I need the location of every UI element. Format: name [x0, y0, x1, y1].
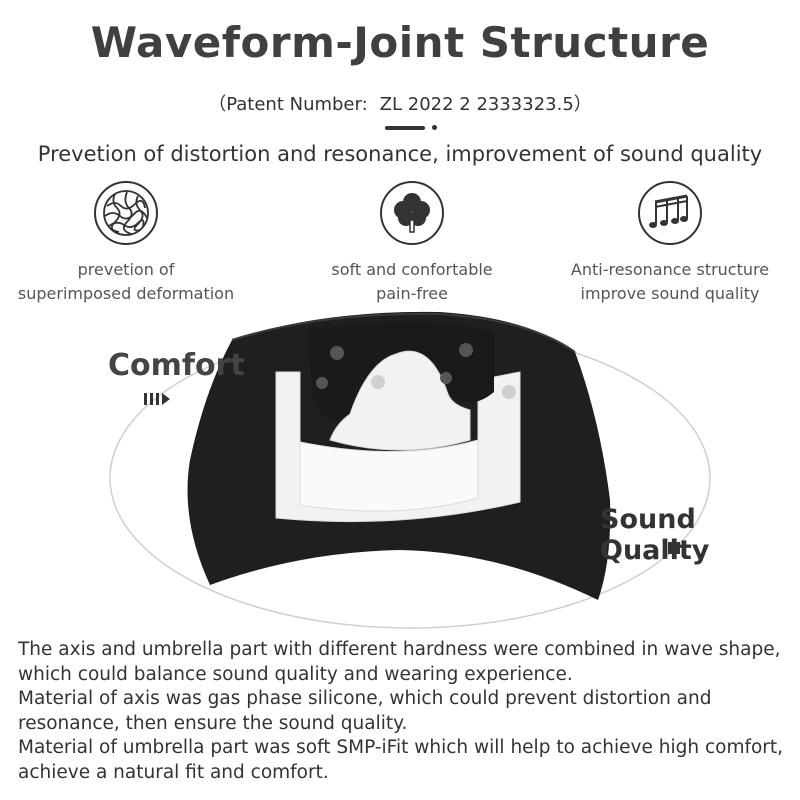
divider-dot	[432, 125, 437, 130]
page-title: Waveform-Joint Structure	[90, 18, 710, 67]
feature-caption: Anti-resonance structure improve sound q…	[570, 260, 770, 303]
comfort-label: Comfort	[108, 348, 245, 383]
cloud-icon	[380, 181, 444, 245]
divider-bar	[385, 126, 425, 130]
mesh-ball-icon	[94, 181, 158, 245]
music-notes-icon	[638, 181, 702, 245]
square-marker-icon	[668, 542, 680, 554]
play-bars-icon	[144, 393, 170, 405]
description-paragraph: Material of umbrella part was soft SMP-i…	[18, 737, 784, 783]
feature-caption: prevetion of superimposed deformation	[17, 260, 235, 303]
feature-anti-resonance: Anti-resonance structure improve sound q…	[550, 180, 790, 306]
patent-line: （Patent Number: ZL 2022 2 2333323.5）	[0, 90, 800, 116]
patent-label: （Patent Number:	[208, 94, 368, 115]
description: The axis and umbrella part with differen…	[18, 638, 788, 785]
feature-deformation: prevetion of superimposed deformation	[6, 180, 246, 306]
patent-number: ZL 2022 2 2333323.5）	[379, 94, 592, 115]
feature-comfort: soft and confortable pain-free	[292, 180, 532, 306]
wave-axis-dark	[306, 322, 494, 421]
subtitle: Prevetion of distortion and resonance, i…	[37, 142, 763, 166]
inner-collar	[299, 439, 479, 512]
sound-quality-label: Sound Quality	[600, 504, 710, 566]
description-paragraph: Material of axis was gas phase silicone,…	[18, 688, 712, 734]
feature-caption: soft and confortable pain-free	[331, 260, 493, 303]
wave-axis-light	[329, 350, 471, 451]
description-paragraph: The axis and umbrella part with differen…	[18, 639, 781, 685]
